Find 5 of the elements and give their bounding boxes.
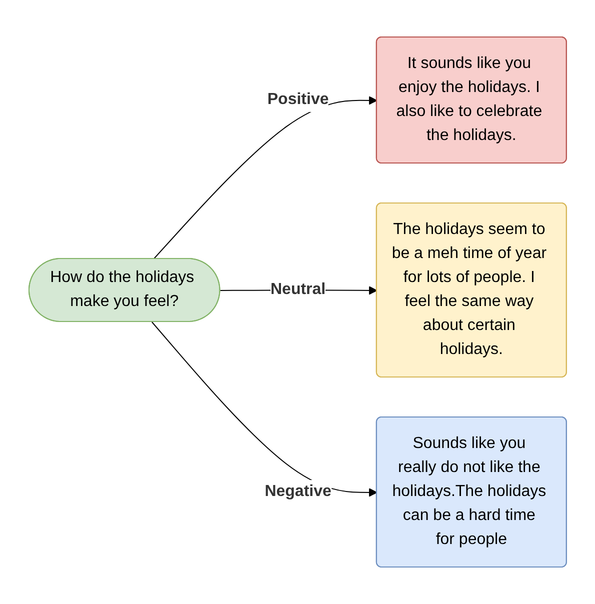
arrow: [151, 322, 378, 497]
arrow: [152, 96, 378, 260]
edge-label: Positive: [267, 91, 329, 108]
edge-label: Neutral: [270, 280, 326, 298]
edge-label: Negative: [264, 482, 332, 500]
